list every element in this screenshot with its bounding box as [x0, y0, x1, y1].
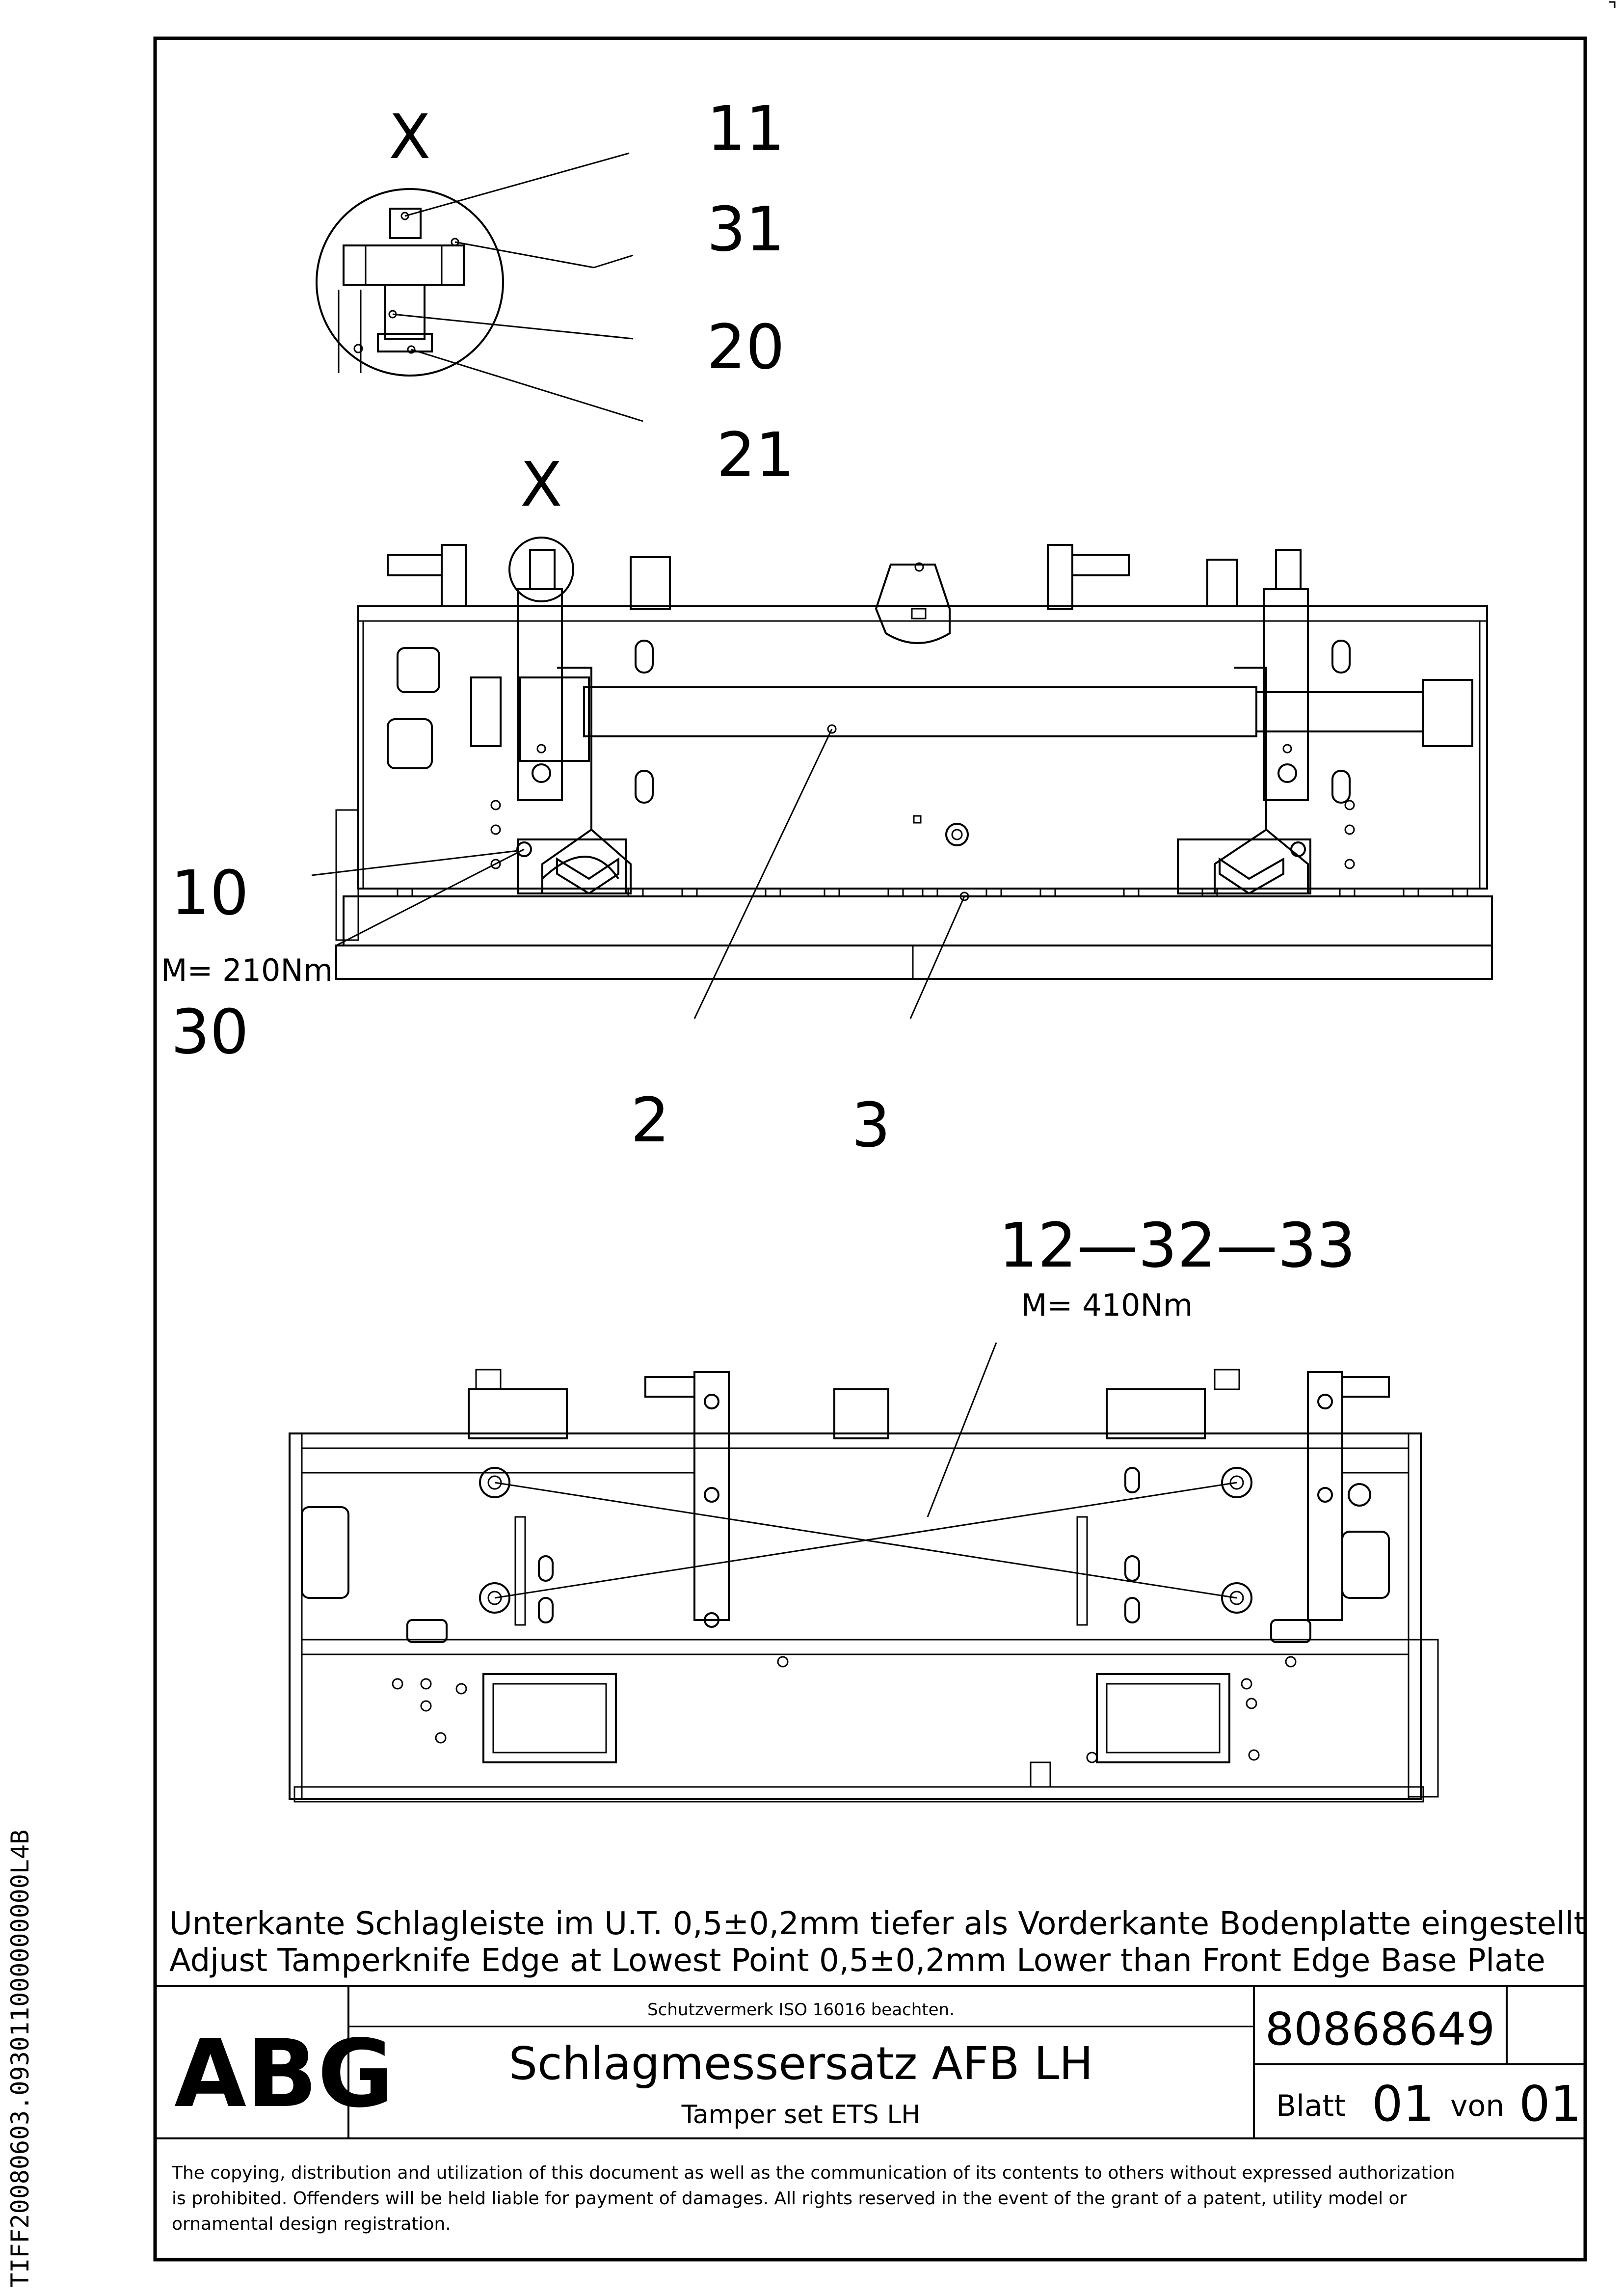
detail-x-marker: X	[520, 449, 562, 520]
note-en: Adjust Tamperknife Edge at Lowest Point …	[169, 1943, 1545, 1979]
callout-11: 11	[707, 93, 785, 164]
side-code: TIFF20080603.093011000000000L4B	[6, 1830, 34, 2288]
leader-20	[392, 313, 634, 340]
leader-12-32-33	[927, 1342, 997, 1517]
callout-3: 3	[851, 1090, 891, 1161]
copyright-line-3: ornamental design registration.	[172, 2214, 451, 2234]
callout-10: 10	[171, 858, 249, 929]
title-en: Tamper set ETS LH	[681, 2100, 921, 2130]
leader-2	[693, 729, 833, 1019]
copyright-line-1: The copying, distribution and utilizatio…	[171, 2163, 1455, 2183]
protection-note: Schutzvermerk ISO 16016 beachten.	[647, 2000, 955, 2020]
title-block	[155, 1985, 1585, 2139]
callout-31: 31	[707, 194, 785, 265]
torque-12: M= 410Nm	[1021, 1287, 1193, 1323]
assembly-view-rear	[289, 1342, 1439, 1803]
cover-plate-left	[482, 1673, 617, 1763]
base-plate	[343, 895, 1493, 946]
title-de: Schlagmessersatz AFB LH	[509, 2037, 1093, 2090]
drawing-frame	[153, 36, 1587, 2262]
detail-x-circle	[508, 537, 574, 602]
tamper-knife	[335, 945, 1493, 980]
callout-21: 21	[717, 420, 795, 491]
cover-plate-right	[1096, 1673, 1230, 1763]
callout-20: 20	[707, 312, 785, 383]
callout-12-32-33: 12—32—33	[999, 1210, 1356, 1281]
detail-x	[316, 152, 643, 422]
leader-3	[909, 896, 965, 1019]
callout-2: 2	[631, 1085, 670, 1156]
copyright-line-2: is prohibited. Offenders will be held li…	[172, 2188, 1407, 2209]
leader-31	[454, 241, 594, 269]
assembly-view-front: X	[311, 449, 1493, 1019]
detail-x-label: X	[389, 102, 431, 173]
callout-30: 30	[171, 997, 249, 1068]
detail-circle	[316, 188, 504, 377]
corner-mark	[1609, 1, 1616, 8]
leader-11	[404, 152, 630, 217]
of-label: von	[1450, 2089, 1504, 2123]
sheet-number: 01	[1372, 2075, 1434, 2133]
leader-21	[411, 349, 643, 422]
leader-10	[311, 850, 518, 876]
shaft-tube	[583, 686, 1257, 737]
sheet-total: 01	[1519, 2075, 1581, 2133]
leader-30	[336, 848, 525, 946]
abg-logo: ABG	[174, 2020, 394, 2128]
torque-10: M= 210Nm	[161, 952, 333, 988]
note-de: Unterkante Schlagleiste im U.T. 0,5±0,2m…	[169, 1906, 1586, 1942]
document-number: 80868649	[1265, 2003, 1495, 2055]
sheet-label: Blatt	[1276, 2089, 1346, 2123]
